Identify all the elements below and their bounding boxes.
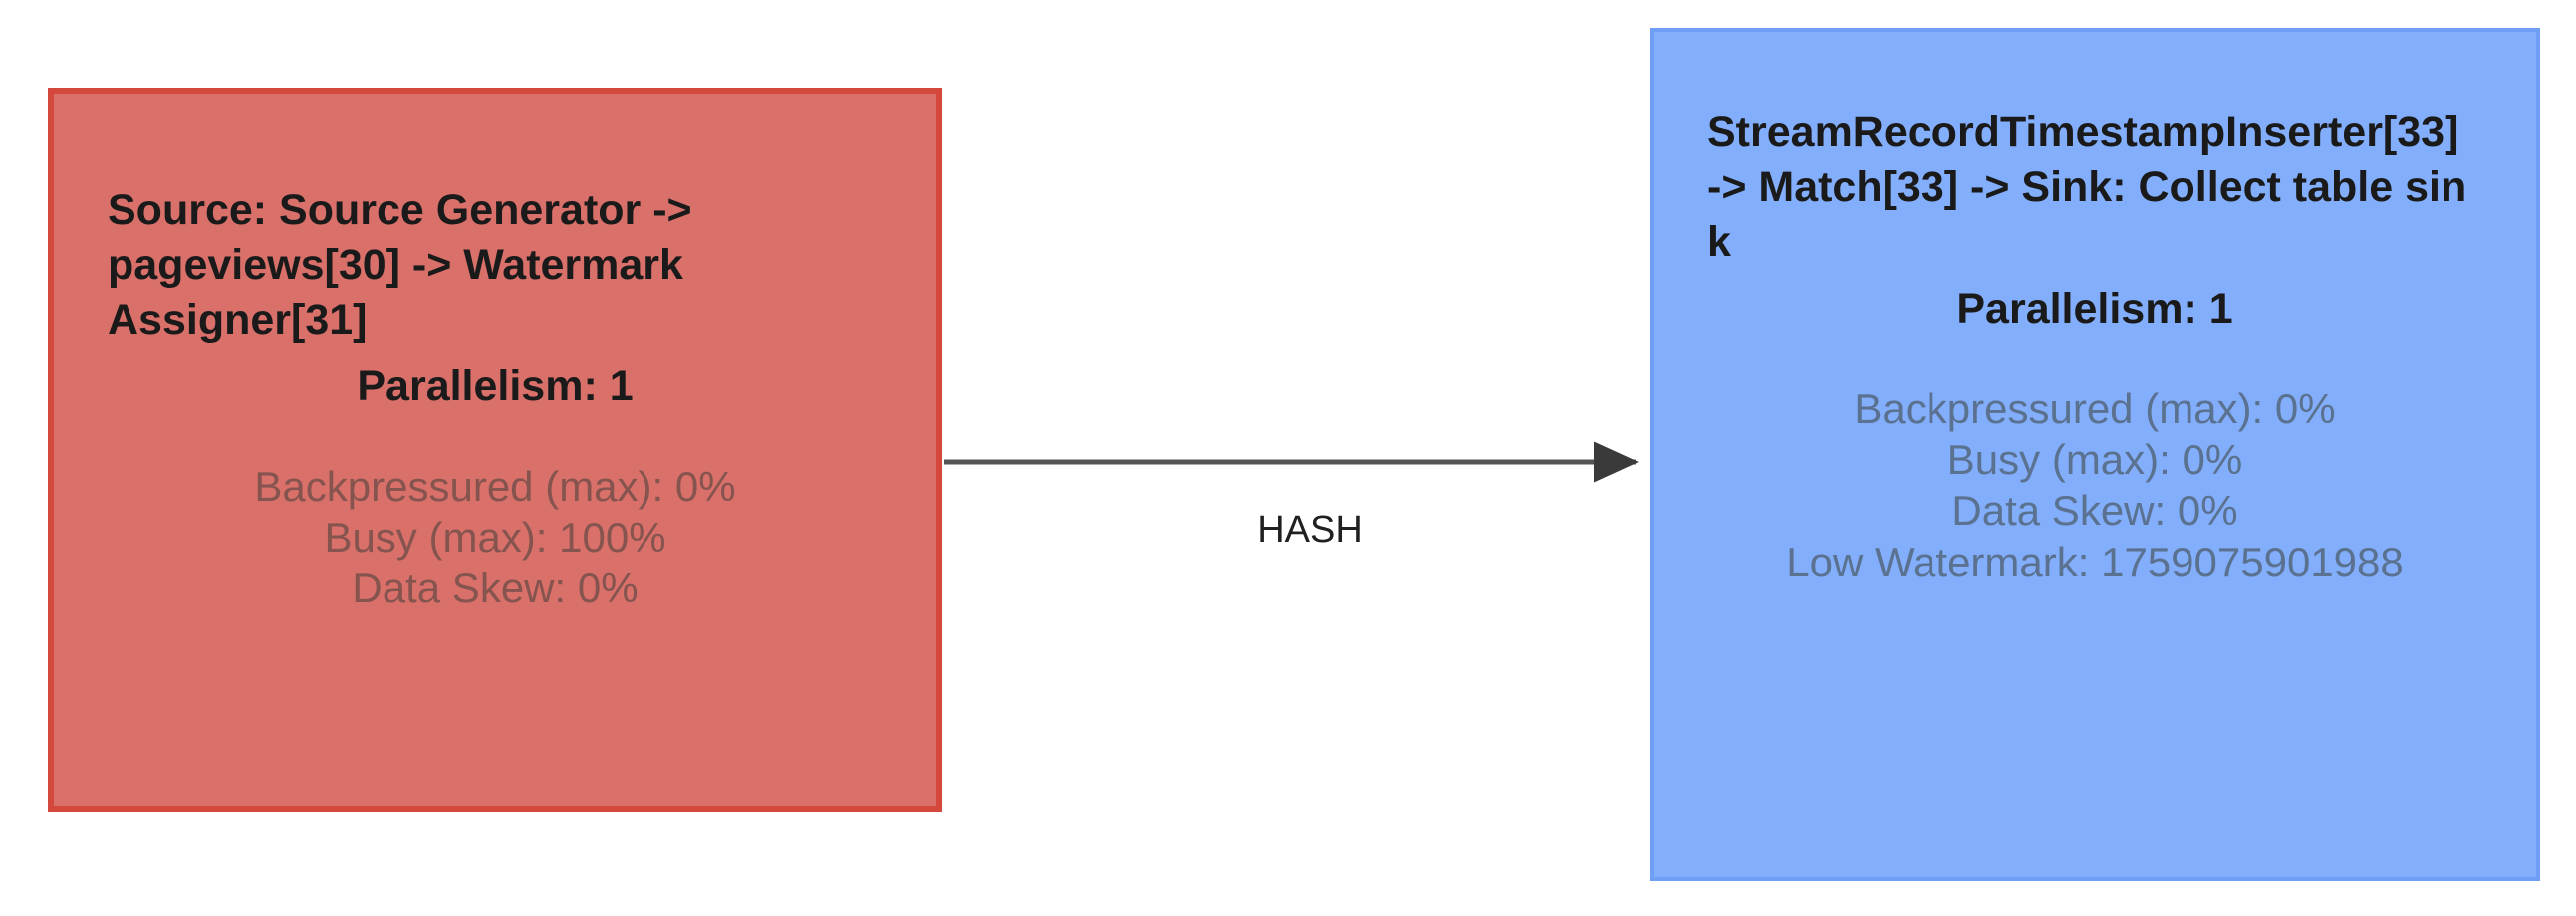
metric-backpressured: Backpressured (max): 0% (1854, 384, 2336, 432)
node-sink-parallelism: Parallelism: 1 (1956, 285, 2233, 334)
node-source-title: Source: Source Generator -> pageviews[30… (108, 186, 692, 344)
node-source-content: Source: Source Generator -> pageviews[30… (54, 183, 936, 614)
node-source-parallelism: Parallelism: 1 (357, 362, 634, 411)
node-sink-metrics: Backpressured (max): 0% Busy (max): 0% D… (1707, 383, 2482, 587)
metric-data-skew: Data Skew: 0% (1951, 487, 2238, 535)
metric-data-skew: Data Skew: 0% (352, 565, 639, 612)
node-sink-collect-table-sink[interactable]: StreamRecordTimestampInserter[33] -> Mat… (1650, 28, 2540, 881)
node-source-generator[interactable]: Source: Source Generator -> pageviews[30… (48, 88, 942, 812)
metric-busy: Busy (max): 0% (1946, 436, 2243, 484)
metric-low-watermark: Low Watermark: 1759075901988 (1786, 538, 2404, 585)
node-sink-title: StreamRecordTimestampInserter[33] -> Mat… (1707, 109, 2467, 267)
node-sink-content: StreamRecordTimestampInserter[33] -> Mat… (1654, 106, 2536, 587)
node-source-metrics: Backpressured (max): 0% Busy (max): 100%… (108, 461, 883, 614)
metric-backpressured: Backpressured (max): 0% (254, 462, 736, 510)
edge-label-hash: HASH (1257, 509, 1363, 551)
metric-busy: Busy (max): 100% (324, 514, 666, 562)
